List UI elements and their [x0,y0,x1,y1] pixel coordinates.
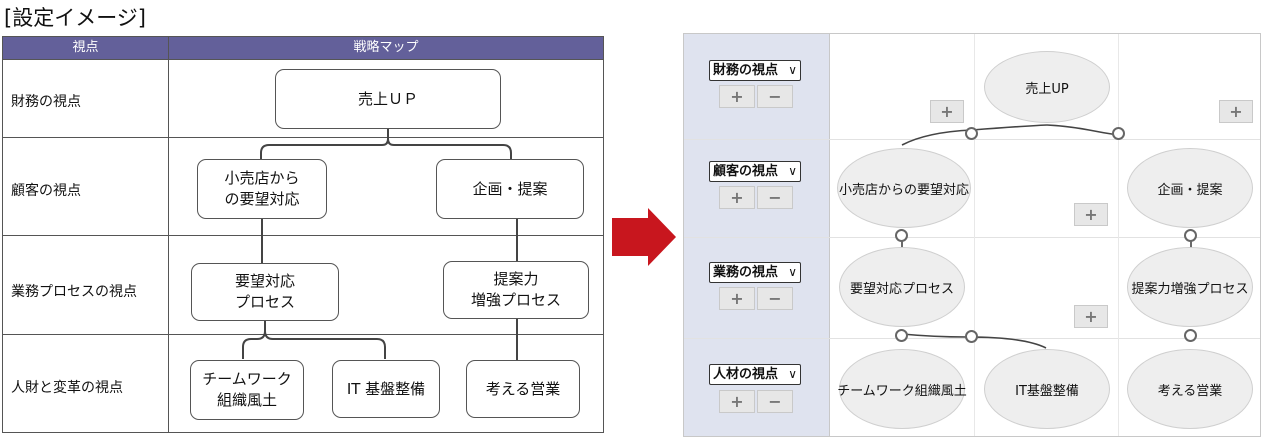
chevron-down-icon: ∨ [788,367,797,381]
chevron-down-icon: ∨ [788,63,797,77]
right-arrow-icon [612,208,676,266]
strategy-map-editor: 財務の視点∨ 顧客の視点∨ 業務の視点∨ 人材の視点∨ + − + − + − … [683,33,1261,437]
row-label-customer: 顧客の視点 [11,183,81,199]
row-divider [3,334,603,335]
perspective-select-customer[interactable]: 顧客の視点 ∨ [709,161,801,182]
row-divider [3,59,603,60]
connector-port[interactable] [1184,229,1197,242]
table-header: 視点 戦略マップ [3,37,603,59]
box-retailer-request: 小売店から の要望対応 [197,159,327,219]
node-retailer-request[interactable]: 小売店からの要望対応 [837,148,971,228]
add-row-button[interactable]: + [719,390,755,413]
node-request-process[interactable]: 要望対応プロセス [839,247,965,327]
node-thinking-sales[interactable]: 考える営業 [1127,349,1253,429]
select-value: 業務の視点 [713,265,779,280]
select-value: 人材の視点 [713,367,779,382]
grid-line [974,34,975,436]
connector-port[interactable] [965,330,978,343]
box-planning-proposal: 企画・提案 [436,159,584,219]
box-request-process: 要望対応 プロセス [191,263,339,321]
node-proposal-strength[interactable]: 提案力増強プロセス [1127,247,1253,327]
connector-port[interactable] [965,127,978,140]
header-perspective: 視点 [72,40,99,55]
remove-row-button[interactable]: − [757,287,793,310]
box-sales-up: 売上ＵＰ [275,69,501,129]
connector-port[interactable] [895,329,908,342]
chevron-down-icon: ∨ [788,164,797,178]
grid-line [1118,34,1119,436]
left-connector-lines [242,129,518,360]
remove-row-button[interactable]: − [757,186,793,209]
row-divider [3,137,603,138]
add-row-button[interactable]: + [719,85,755,108]
add-node-button[interactable]: + [1074,203,1108,226]
row-label-people-change: 人財と変革の視点 [11,380,123,396]
node-planning-proposal[interactable]: 企画・提案 [1127,148,1253,228]
add-node-button[interactable]: + [930,100,964,123]
select-value: 顧客の視点 [713,164,779,179]
remove-row-button[interactable]: − [757,390,793,413]
column-divider [168,37,169,432]
connector-port[interactable] [895,229,908,242]
perspective-select-business[interactable]: 業務の視点 ∨ [709,262,801,283]
perspective-select-people[interactable]: 人材の視点 ∨ [709,364,801,385]
connector-port[interactable] [1184,329,1197,342]
add-row-button[interactable]: + [719,287,755,310]
node-teamwork[interactable]: チームワーク組織風土 [837,349,967,429]
add-row-button[interactable]: + [719,186,755,209]
row-label-finance: 財務の視点 [11,94,81,110]
row-divider [3,235,603,236]
perspective-select-finance[interactable]: 財務の視点 ∨ [709,60,801,81]
add-node-button[interactable]: + [1219,100,1253,123]
connector-port[interactable] [1112,127,1125,140]
box-proposal-strength: 提案力 増強プロセス [443,261,589,319]
chevron-down-icon: ∨ [788,265,797,279]
select-value: 財務の視点 [713,63,779,78]
row-label-business-process: 業務プロセスの視点 [11,284,137,300]
remove-row-button[interactable]: − [757,85,793,108]
box-thinking-sales: 考える営業 [466,360,580,418]
node-sales-up[interactable]: 売上UP [984,51,1110,123]
page-caption: [設定イメージ] [4,6,146,30]
header-strategy-map: 戦略マップ [353,40,419,55]
box-it-platform: IT 基盤整備 [332,360,440,418]
node-it-platform[interactable]: IT基盤整備 [984,349,1110,429]
add-node-button[interactable]: + [1074,305,1108,328]
grid-line [684,237,1260,238]
box-teamwork: チームワーク 組織風土 [190,360,304,420]
strategy-map-table: 視点 戦略マップ 財務の視点 顧客の視点 業務プロセスの視点 人財と変革の視点 … [2,36,604,433]
